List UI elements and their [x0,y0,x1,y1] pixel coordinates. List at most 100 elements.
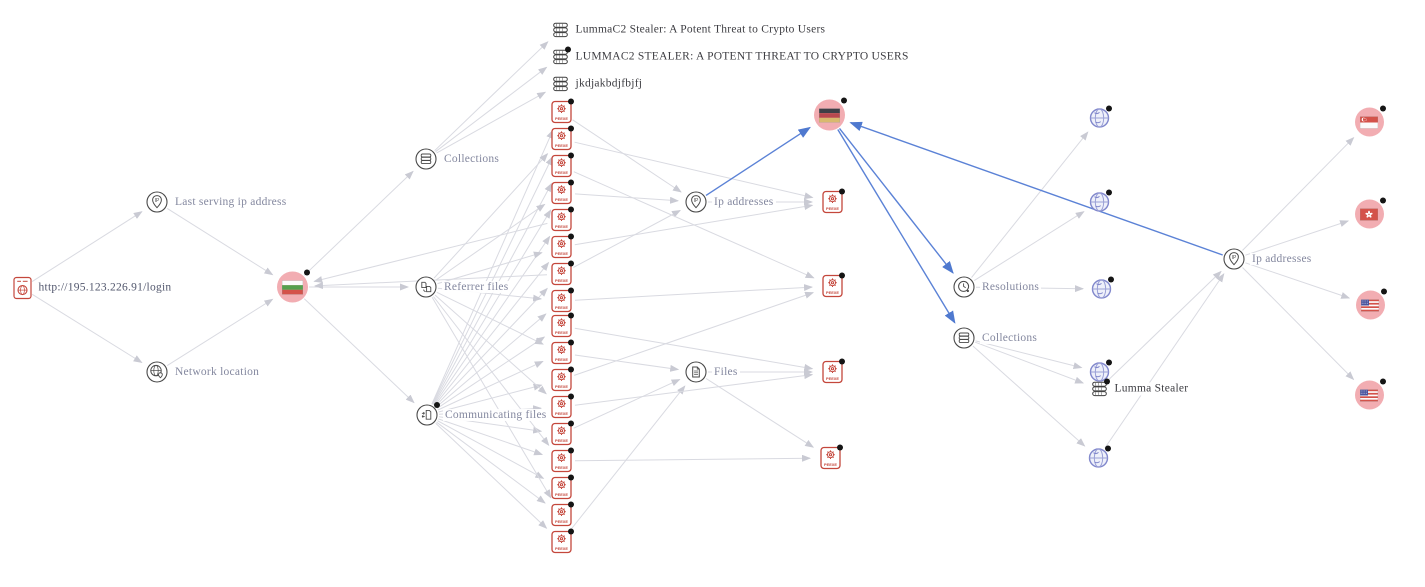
node-icon [1089,105,1112,129]
node-file-r3[interactable]: PEEXE [821,358,845,384]
node-file-13[interactable]: PEEXE [550,420,574,446]
node-file-9[interactable]: PEEXE [550,312,574,338]
node-collection-1[interactable]: LummaC2 Stealer: A Potent Threat to Cryp… [552,22,828,39]
node-label: Ip addresses [712,195,776,209]
node-file-4[interactable]: PEEXE [550,179,574,205]
node-icon: PEEXE [550,260,574,286]
node-icon [1091,378,1110,398]
node-file-3[interactable]: PEEXE [550,152,574,178]
svg-text:PEEXE: PEEXE [555,143,568,148]
node-icon: PEEXE [550,393,574,419]
executable-file-icon: PEEXE [550,530,572,554]
node-globe-4[interactable] [1089,359,1112,383]
graph-edge-url-network-location [31,293,143,364]
svg-text:PEEXE: PEEXE [555,411,568,416]
node-icon [552,76,569,93]
svg-text:PEEXE: PEEXE [555,224,568,229]
node-file-17[interactable]: PEEXE [550,528,574,554]
node-globe-3[interactable] [1091,276,1114,300]
svg-text:PEEXE: PEEXE [555,116,568,121]
new-items-dot [840,97,847,104]
node-label: Last serving ip address [173,195,289,209]
node-globe-2[interactable] [1089,189,1112,213]
node-file-14[interactable]: PEEXE [550,447,574,473]
node-file-r2[interactable]: PEEXE [821,272,845,298]
node-file-6[interactable]: PEEXE [550,233,574,259]
node-file-8[interactable]: PEEXE [550,287,574,313]
node-label: Ip addresses [1250,252,1314,266]
node-collections-rel-right[interactable]: Collections [953,327,1040,349]
node-globe-5[interactable] [1088,445,1111,469]
svg-text:IP: IP [1232,255,1237,261]
layers-icon [953,327,975,349]
node-collections-rel-left[interactable]: Collections [415,148,502,170]
node-icon [12,276,32,300]
node-url[interactable]: http://195.123.226.91/login [12,276,174,300]
graph-edge-ip-de-collections-rel-right [837,129,956,324]
collection-stack-icon [552,49,568,65]
node-ip-de[interactable] [813,97,847,131]
new-items-dot [838,358,845,365]
node-ip-bg[interactable] [276,269,310,303]
svg-text:PEEXE: PEEXE [555,519,568,524]
flag-de-icon [818,108,840,122]
node-communicating-files[interactable]: Communicating files [416,402,549,426]
node-collection-3[interactable]: jkdjakbdjfbjfj [552,76,645,93]
svg-text:PEEXE: PEEXE [555,305,568,310]
graph-edge-ip-de-resolutions [838,127,954,274]
node-icon [416,402,440,426]
node-last-serving-ip[interactable]: IP Last serving ip address [146,191,289,213]
executable-file-icon: PEEXE [550,314,572,338]
node-label: Collections [442,152,502,166]
layers-icon [415,148,437,170]
node-icon [1354,378,1386,410]
node-referrer-files[interactable]: Referrer files [415,276,511,298]
node-file-15[interactable]: PEEXE [550,474,574,500]
node-file-r1[interactable]: PEEXE [821,188,845,214]
node-icon: PEEXE [821,188,845,214]
new-items-dot [567,474,574,481]
node-network-location[interactable]: Network location [146,361,262,383]
node-collection-lumma-stealer[interactable]: Lumma Stealer [1091,378,1191,398]
node-file-12[interactable]: PEEXE [550,393,574,419]
flag-us-icon [1361,299,1379,311]
node-globe-1[interactable] [1089,105,1112,129]
executable-file-icon: PEEXE [550,100,572,124]
node-icon: IP [146,191,168,213]
node-file-1[interactable]: PEEXE [550,98,574,124]
node-file-16[interactable]: PEEXE [550,501,574,527]
node-ip-us-1[interactable] [1355,288,1387,320]
node-file-r4[interactable]: PEEXE [819,444,843,470]
node-ip-sg[interactable] [1354,105,1386,137]
graph-edge-communicating-files-file-7 [434,287,548,407]
svg-text:PEEXE: PEEXE [826,290,839,295]
node-ip-addresses-right[interactable]: IP Ip addresses [1223,248,1314,270]
node-ip-us-2[interactable] [1354,378,1386,410]
graph-edge-communicating-files-file-2 [431,156,553,405]
node-icon: PEEXE [819,444,843,470]
node-collection-2[interactable]: LUMMAC2 STEALER: A POTENT THREAT TO CRYP… [552,46,911,66]
node-icon: PEEXE [550,287,574,313]
svg-text:PEEXE: PEEXE [555,330,568,335]
node-icon: PEEXE [550,447,574,473]
node-file-11[interactable]: PEEXE [550,366,574,392]
executable-file-icon: PEEXE [550,154,572,178]
new-items-dot [564,46,571,53]
node-file-10[interactable]: PEEXE [550,339,574,365]
node-resolutions[interactable]: Resolutions [953,276,1042,298]
referrer-files-icon [415,276,437,298]
graph-edge-file-10-files-rel [574,354,680,372]
new-items-dot [567,206,574,213]
node-file-7[interactable]: PEEXE [550,260,574,286]
new-items-dot [567,501,574,508]
node-file-2[interactable]: PEEXE [550,125,574,151]
executable-file-icon: PEEXE [550,368,572,392]
node-ip-hk[interactable] [1354,197,1386,229]
graph-edge-referrer-files-file-10 [436,291,544,345]
new-items-dot [1379,197,1386,204]
svg-text:PEEXE: PEEXE [824,462,837,467]
node-files-rel[interactable]: Files [685,361,740,383]
node-file-5[interactable]: PEEXE [550,206,574,232]
